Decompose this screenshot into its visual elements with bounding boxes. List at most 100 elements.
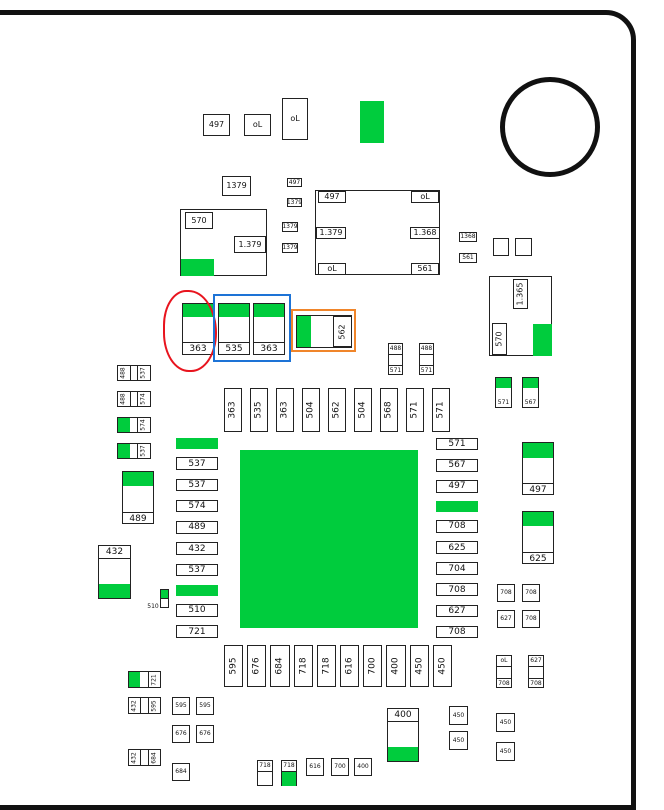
part-1379-tiny[interactable]: 1379 — [287, 198, 302, 207]
ic-pin-left[interactable]: 510 — [176, 604, 218, 617]
ic-pin-top[interactable]: 504 — [354, 388, 372, 432]
ic-pin-right[interactable]: 704 — [436, 562, 478, 575]
part-1368-small[interactable]: 1368 — [459, 232, 477, 242]
part-450-c[interactable]: 450 — [496, 713, 515, 732]
ic-pin-right[interactable]: 571 — [436, 438, 478, 451]
part-700[interactable]: 700 — [331, 758, 349, 776]
ic-pin-bottom[interactable]: 718 — [316, 645, 336, 687]
ic-pin-top[interactable]: 568 — [380, 388, 398, 432]
ic-pin-bottom[interactable]: 718 — [293, 645, 313, 687]
part-497[interactable]: 497 — [203, 114, 230, 136]
part-708-c[interactable]: 708 — [522, 610, 540, 628]
part-562-orange[interactable]: 562 — [296, 315, 352, 348]
ic-pin-bottom[interactable]: 676 — [247, 645, 267, 687]
part-537-green[interactable]: 537 — [117, 443, 151, 459]
part-616[interactable]: 616 — [306, 758, 324, 776]
ic-pin-top[interactable]: 363 — [276, 388, 294, 432]
ic-pin-top[interactable]: 562 — [328, 388, 346, 432]
ic-pin-right[interactable]: 567 — [436, 459, 478, 472]
part-label: 1.379 — [238, 239, 262, 249]
part-595-b[interactable]: 595 — [196, 697, 214, 715]
part-535-blue[interactable]: 535 — [218, 303, 250, 355]
part-510-tiny[interactable]: 510 — [146, 589, 170, 613]
part-571-green[interactable]: 571 — [495, 377, 512, 408]
part-488-574[interactable]: 488 574 — [117, 391, 151, 407]
part-488-537[interactable]: 488 537 — [117, 365, 151, 381]
part-432[interactable]: 432 — [98, 545, 131, 599]
ic-pin-left[interactable]: 574 — [176, 499, 218, 513]
ic-pin-right[interactable]: 708 — [436, 583, 478, 596]
part-label: 676 — [175, 730, 187, 737]
part-400-small[interactable]: 400 — [354, 758, 372, 776]
part-627-708[interactable]: 627 708 — [528, 655, 544, 688]
part-708-a[interactable]: 708 — [497, 584, 515, 602]
ic-pin-bottom[interactable]: 684 — [270, 645, 290, 687]
part-489[interactable]: 489 — [122, 471, 154, 524]
empty-pad-2[interactable] — [515, 238, 532, 256]
part-497-right[interactable]: 497 — [522, 442, 554, 495]
pin-label: 363 — [280, 401, 290, 419]
part-684[interactable]: 684 — [172, 763, 190, 781]
part-561-small[interactable]: 561 — [459, 253, 477, 263]
part-ol-708[interactable]: oL 708 — [496, 655, 512, 688]
empty-pad-1[interactable] — [493, 238, 509, 256]
part-label: 488 — [420, 345, 433, 352]
ic-pin-top[interactable]: 363 — [224, 388, 242, 432]
ic-pin-left-green[interactable] — [176, 584, 218, 596]
part-488-571-b[interactable]: 488 571 — [419, 343, 434, 375]
ic-pin-right[interactable]: 627 — [436, 604, 478, 617]
ic-pin-right[interactable]: 625 — [436, 541, 478, 554]
chip-b[interactable]: 497 oL 1.379 1.368 oL 561 — [315, 190, 440, 275]
ic-pin-top[interactable]: 535 — [250, 388, 268, 432]
part-432-595[interactable]: 432 595 — [128, 697, 161, 714]
ic-pin-bottom[interactable]: 616 — [339, 645, 360, 687]
part-574-green[interactable]: 574 — [117, 417, 151, 433]
part-450-a[interactable]: 450 — [449, 706, 468, 725]
part-676-a[interactable]: 676 — [172, 725, 190, 743]
part-450-d[interactable]: 450 — [496, 742, 515, 761]
part-708-b[interactable]: 708 — [522, 584, 540, 602]
ic-pin-top[interactable]: 571 — [432, 388, 450, 432]
part-595-a[interactable]: 595 — [172, 697, 190, 715]
ic-pin-left[interactable]: 537 — [176, 563, 218, 577]
part-400-large[interactable]: 400 — [387, 708, 419, 762]
part-497-tiny[interactable]: 497 — [287, 178, 302, 187]
part-432-684[interactable]: 432 684 — [128, 749, 161, 766]
part-488-571-a[interactable]: 488 571 — [388, 343, 403, 375]
part-718-a[interactable]: 718 — [257, 760, 273, 786]
part-363-blue[interactable]: 363 — [253, 303, 285, 355]
ic-pin-left[interactable]: 537 — [176, 478, 218, 492]
ic-pin-right[interactable]: 708 — [436, 625, 478, 639]
part-ol-1[interactable]: oL — [244, 114, 271, 136]
ic-pin-bottom[interactable]: 400 — [386, 645, 406, 687]
part-627[interactable]: 627 — [497, 610, 515, 628]
part-ol-2[interactable]: oL — [282, 98, 308, 140]
ic-pin-right[interactable]: 708 — [436, 520, 478, 533]
part-676-b[interactable]: 676 — [196, 725, 214, 743]
main-ic[interactable] — [240, 450, 418, 628]
ic-pin-right[interactable]: 497 — [436, 480, 478, 493]
part-1379-a[interactable]: 1379 — [282, 222, 298, 232]
ic-pin-top[interactable]: 571 — [406, 388, 424, 432]
ic-pin-bottom[interactable]: 595 — [224, 645, 244, 687]
ic-pin-bottom[interactable]: 450 — [432, 645, 452, 687]
chip-c[interactable]: 1.365 570 — [489, 276, 552, 356]
part-1379[interactable]: 1379 — [222, 176, 251, 196]
ic-pin-top[interactable]: 504 — [302, 388, 320, 432]
ic-pin-left[interactable]: 432 — [176, 542, 218, 555]
ic-pin-left[interactable]: 721 — [176, 625, 218, 639]
green-pad-top — [360, 101, 384, 143]
chip-a[interactable]: 570 1.379 — [180, 209, 267, 276]
ic-pin-left-green[interactable] — [176, 438, 218, 449]
ic-pin-bottom[interactable]: 450 — [409, 645, 429, 687]
part-718-b[interactable]: 718 — [281, 760, 297, 786]
ic-pin-bottom[interactable]: 700 — [363, 645, 383, 687]
ic-pin-right-green[interactable] — [436, 501, 478, 512]
part-1379-b[interactable]: 1379 — [282, 243, 298, 253]
part-721-green[interactable]: 721 — [128, 671, 161, 688]
part-567-green[interactable]: 567 — [522, 377, 539, 408]
part-450-b[interactable]: 450 — [449, 731, 468, 750]
ic-pin-left[interactable]: 537 — [176, 457, 218, 470]
part-625-right[interactable]: 625 — [522, 511, 554, 564]
ic-pin-left[interactable]: 489 — [176, 521, 218, 534]
